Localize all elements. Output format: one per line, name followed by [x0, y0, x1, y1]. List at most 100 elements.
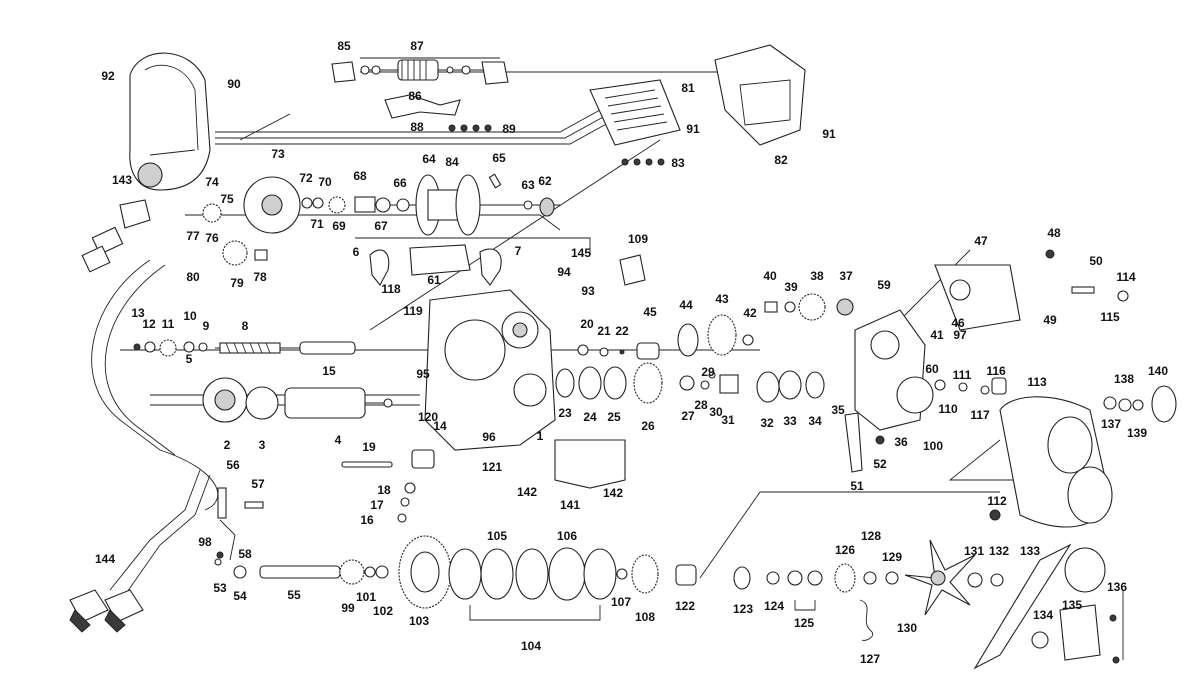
callout-55: 55 — [287, 588, 301, 602]
callout-144: 144 — [95, 552, 115, 566]
callout-128: 128 — [861, 529, 881, 543]
callout-57: 57 — [251, 477, 265, 491]
callout-2: 2 — [224, 438, 231, 452]
callout-48: 48 — [1047, 226, 1061, 240]
part-bottom-shaft — [214, 558, 389, 585]
part-spool — [415, 173, 555, 236]
callout-123: 123 — [733, 602, 753, 616]
part-small-right — [934, 377, 1007, 521]
callout-52: 52 — [873, 457, 887, 471]
callout-19: 19 — [362, 440, 376, 454]
callout-72: 72 — [299, 171, 313, 185]
callout-82: 82 — [774, 153, 788, 167]
part-main-gear — [398, 535, 452, 609]
callout-90: 90 — [227, 77, 241, 91]
callout-136: 136 — [1107, 580, 1127, 594]
callout-91b: 91 — [822, 127, 836, 141]
callout-145: 145 — [571, 246, 591, 260]
callout-41: 41 — [930, 328, 944, 342]
callout-108: 108 — [635, 610, 655, 624]
part-drag-knob — [1103, 385, 1177, 423]
part-frame-handle — [129, 52, 211, 191]
callout-112: 112 — [987, 494, 1007, 508]
callout-113: 113 — [1027, 375, 1047, 389]
part-lever-51 — [844, 412, 885, 473]
callout-85: 85 — [337, 39, 351, 53]
callout-76: 76 — [205, 231, 219, 245]
part-cap — [81, 199, 151, 273]
callout-87: 87 — [410, 39, 424, 53]
callout-27: 27 — [681, 409, 695, 423]
callout-50: 50 — [1089, 254, 1103, 268]
callout-79: 79 — [230, 276, 244, 290]
callout-59: 59 — [877, 278, 891, 292]
callout-labels: 1 2 3 4 5 6 7 8 9 10 11 12 13 14 15 16 1… — [95, 39, 1168, 666]
callout-127: 127 — [860, 652, 880, 666]
callout-93: 93 — [581, 284, 595, 298]
callout-143: 143 — [112, 173, 132, 187]
part-side-plate — [243, 176, 301, 234]
callout-40: 40 — [763, 269, 777, 283]
part-clips — [369, 244, 502, 286]
callout-110: 110 — [938, 402, 958, 416]
callout-73: 73 — [271, 147, 285, 161]
callout-20: 20 — [580, 317, 594, 331]
callout-23: 23 — [558, 406, 572, 420]
callout-86: 86 — [408, 89, 422, 103]
callout-119: 119 — [403, 304, 423, 318]
part-motor-top — [331, 59, 509, 85]
callout-118: 118 — [381, 282, 401, 296]
callout-3: 3 — [259, 438, 266, 452]
callout-34: 34 — [808, 414, 822, 428]
part-side-cover — [999, 396, 1113, 528]
callout-132: 132 — [989, 544, 1009, 558]
callout-15: 15 — [322, 364, 336, 378]
callout-81: 81 — [681, 81, 695, 95]
part-switch-14 — [411, 449, 435, 469]
callout-134: 134 — [1033, 608, 1053, 622]
callout-54: 54 — [233, 589, 247, 603]
callout-31: 31 — [721, 413, 735, 427]
callout-35: 35 — [831, 403, 845, 417]
callout-105: 105 — [487, 529, 507, 543]
callout-69: 69 — [332, 219, 346, 233]
callout-66: 66 — [393, 176, 407, 190]
callout-141: 141 — [560, 498, 580, 512]
callout-29: 29 — [701, 365, 715, 379]
callout-133: 133 — [1020, 544, 1040, 558]
callout-70: 70 — [318, 175, 332, 189]
callout-104: 104 — [521, 639, 541, 653]
part-drag-washers — [448, 547, 697, 601]
callout-121: 121 — [482, 460, 502, 474]
callout-130: 130 — [897, 621, 917, 635]
callout-38: 38 — [810, 269, 824, 283]
callout-106: 106 — [557, 529, 577, 543]
callout-30: 30 — [709, 405, 723, 419]
callout-116: 116 — [986, 364, 1006, 378]
callout-67: 67 — [374, 219, 388, 233]
callout-125: 125 — [794, 616, 814, 630]
callout-95: 95 — [416, 367, 430, 381]
part-handle — [973, 543, 1120, 670]
part-bracket-88 — [384, 94, 461, 119]
callout-71: 71 — [310, 217, 324, 231]
callout-28: 28 — [694, 398, 708, 412]
callout-43: 43 — [715, 292, 729, 306]
callout-140: 140 — [1148, 364, 1168, 378]
callout-64: 64 — [422, 152, 436, 166]
callout-18: 18 — [377, 483, 391, 497]
callout-138: 138 — [1114, 372, 1134, 386]
part-spring-127 — [859, 599, 874, 641]
callout-42: 42 — [743, 306, 757, 320]
callout-115: 115 — [1100, 310, 1120, 324]
callout-12: 12 — [142, 317, 156, 331]
part-top-cover — [714, 44, 806, 146]
part-bearing-row-lower — [555, 362, 825, 404]
callout-103: 103 — [409, 614, 429, 628]
callout-96: 96 — [482, 430, 496, 444]
part-small-stack — [397, 482, 416, 523]
callout-124: 124 — [764, 599, 784, 613]
callout-32: 32 — [760, 416, 774, 430]
callout-139: 139 — [1127, 426, 1147, 440]
part-lever-109 — [619, 254, 646, 286]
